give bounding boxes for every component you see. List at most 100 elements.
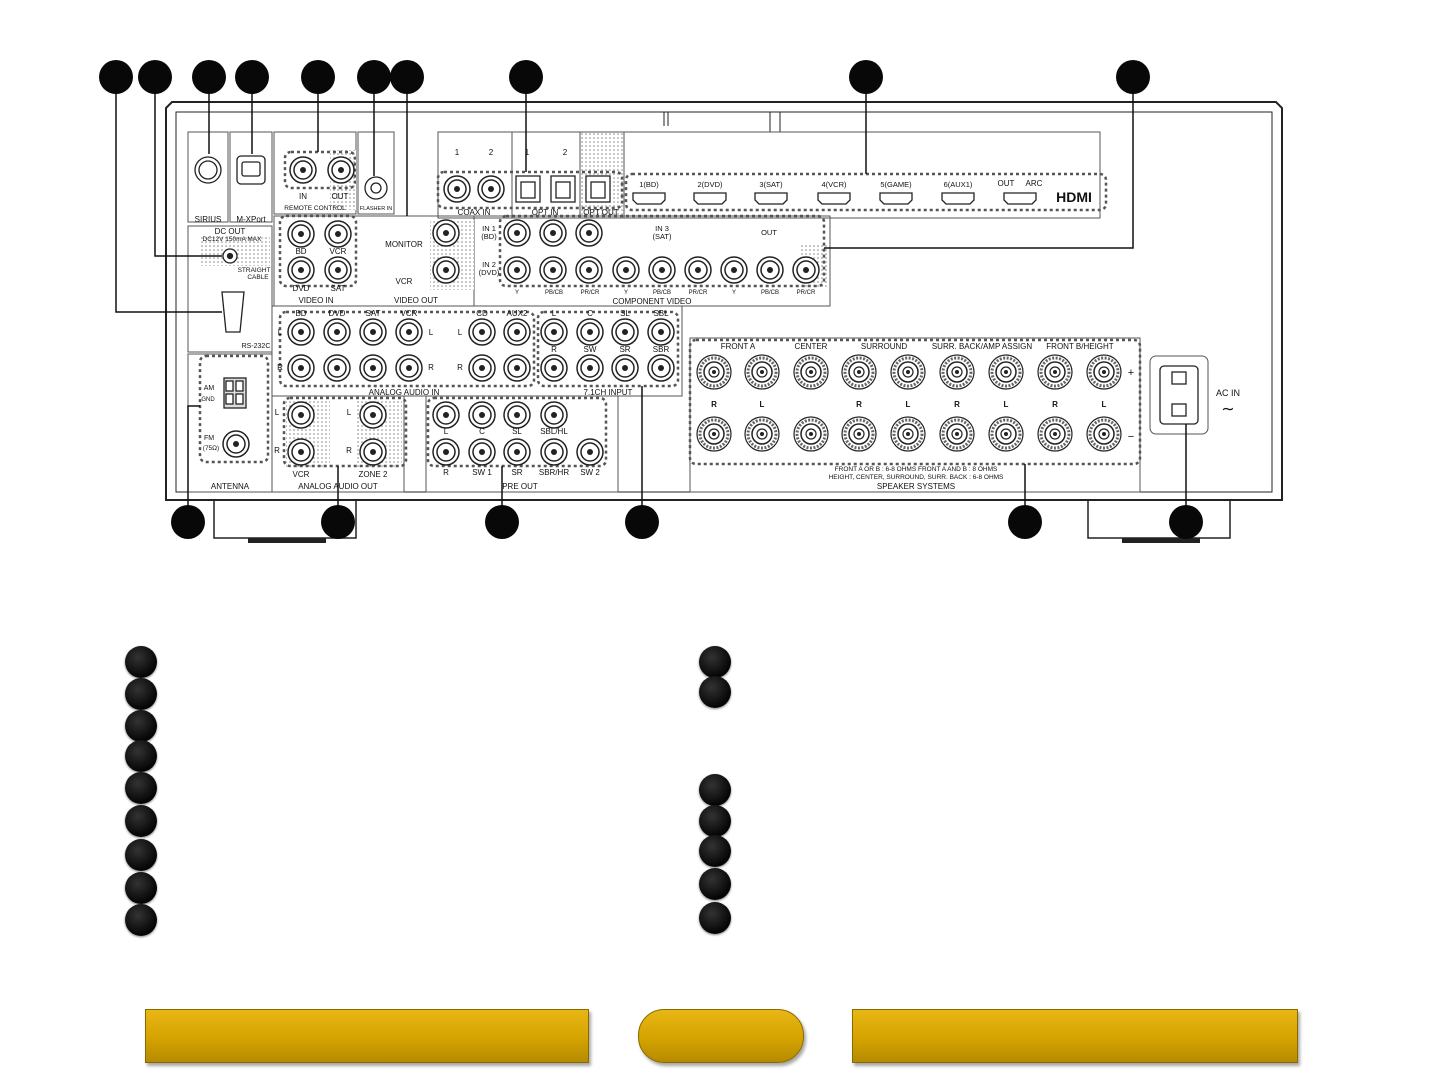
- label-aa-r-right: R: [457, 363, 463, 372]
- legend-marker: [125, 678, 157, 710]
- hdmi-labels: 1(BD)2(DVD)3(SAT)4(VCR)5(GAME)6(AUX1): [639, 180, 973, 189]
- rca-jack: [540, 354, 568, 382]
- legend-marker: [699, 805, 731, 837]
- rca-jack: [684, 256, 712, 284]
- rca-jack: [576, 438, 604, 466]
- label-aa-aux2: AUX2: [507, 309, 528, 318]
- rca-jack: [576, 354, 604, 382]
- speaker-channel-label: R: [856, 400, 862, 409]
- label-ch-sw: SW: [584, 345, 597, 354]
- label-speaker-systems: SPEAKER SYSTEMS: [877, 482, 955, 491]
- label-comp-in2-src: (DVD): [479, 268, 500, 277]
- rca-jack: [503, 219, 531, 247]
- label-comp-out: OUT: [761, 228, 777, 237]
- label-comp-y-3: Y: [732, 290, 736, 296]
- label-remote-control: REMOTE CONTROL: [284, 205, 346, 212]
- hdmi-port: [879, 192, 913, 205]
- rca-jack: [324, 220, 352, 248]
- label-video-out: VIDEO OUT: [394, 296, 438, 305]
- hdmi-port: [817, 192, 851, 205]
- hdmi-port: [941, 192, 975, 205]
- label-comp-in1-src: (BD): [481, 232, 497, 241]
- rca-jack: [359, 354, 387, 382]
- hdmi-ports: [632, 192, 1037, 205]
- label-ch-sl: SL: [620, 309, 630, 318]
- rear-panel-diagram: SIRIUS M-XPort IN OUT REMOTE CONTROL FLA…: [99, 60, 1283, 543]
- label-ch-r: R: [551, 345, 557, 354]
- label-remote-in: IN: [299, 192, 307, 201]
- rca-jack: [540, 438, 568, 466]
- rca-jack: [503, 318, 531, 346]
- speaker-binding-post: [1086, 354, 1122, 390]
- label-sp-front-a: FRONT A: [721, 342, 756, 351]
- label-aout-r: R: [274, 446, 280, 455]
- rca-jack: [647, 354, 675, 382]
- rca-jack: [503, 438, 531, 466]
- label-opt-out: OPT OUT: [583, 208, 619, 217]
- rca-jack: [324, 256, 352, 284]
- label-zone2: ZONE 2: [359, 470, 388, 479]
- callout-marker-top-8: [509, 60, 543, 94]
- rca-jack: [503, 354, 531, 382]
- rca-jack: [468, 318, 496, 346]
- hdmi-port-label: 1(BD): [639, 180, 659, 189]
- label-ch-sr: SR: [619, 345, 630, 354]
- speaker-binding-post: [939, 354, 975, 390]
- speaker-binding-post: [890, 416, 926, 452]
- rca-jack: [612, 256, 640, 284]
- hdmi-port: [754, 192, 788, 205]
- rca-jack: [287, 438, 315, 466]
- nav-center-button[interactable]: [638, 1009, 804, 1063]
- label-vin-dvd: DVD: [293, 284, 310, 293]
- label-coax-2: 2: [489, 148, 494, 157]
- label-comp-in3-src: (SAT): [652, 232, 672, 241]
- label-rs232c: RS-232C: [242, 343, 271, 350]
- speaker-binding-post: [988, 416, 1024, 452]
- label-po-c: C: [479, 427, 485, 436]
- speaker-binding-post: [696, 416, 732, 452]
- rca-jack: [287, 318, 315, 346]
- legend-marker: [699, 676, 731, 708]
- rca-jack: [576, 318, 604, 346]
- speaker-posts: [696, 354, 1122, 452]
- rca-jack: [289, 156, 317, 184]
- rca-jack: [477, 175, 505, 203]
- label-po-sblhl: SBL/HL: [540, 427, 568, 436]
- callout-marker-top-9: [849, 60, 883, 94]
- label-opt-2: 2: [563, 148, 568, 157]
- panel-labels: SIRIUS M-XPort IN OUT REMOTE CONTROL FLA…: [195, 148, 1240, 491]
- rca-jack: [503, 401, 531, 429]
- label-ch-sbr: SBR: [653, 345, 670, 354]
- nav-right-button[interactable]: [852, 1009, 1298, 1063]
- rca-jack: [468, 401, 496, 429]
- nav-left-button[interactable]: [145, 1009, 589, 1063]
- rca-jack: [792, 256, 820, 284]
- legend-marker: [125, 772, 157, 804]
- speaker-binding-post: [793, 416, 829, 452]
- label-hdmi-arc: ARC: [1026, 179, 1043, 188]
- callout-marker-top-1: [99, 60, 133, 94]
- label-aa-r-mid: R: [428, 363, 434, 372]
- label-po-sbrhr: SBR/HR: [539, 468, 569, 477]
- speaker-binding-post: [939, 416, 975, 452]
- label-71ch-input: 7.1CH INPUT: [584, 388, 633, 397]
- legend-marker: [125, 872, 157, 904]
- speaker-binding-post: [841, 354, 877, 390]
- hdmi-port-label: 5(GAME): [880, 180, 912, 189]
- label-cable: CABLE: [247, 274, 269, 281]
- rca-jack: [287, 354, 315, 382]
- jacks: [222, 156, 820, 466]
- legend-marker: [699, 835, 731, 867]
- rca-jack: [720, 256, 748, 284]
- callout-marker-bottom-1: [171, 505, 205, 539]
- label-sirius: SIRIUS: [195, 215, 222, 224]
- label-sp-front-b: FRONT B/HEIGHT: [1046, 342, 1114, 351]
- label-antenna: ANTENNA: [211, 482, 250, 491]
- speaker-channel-label: R: [1052, 400, 1058, 409]
- speaker-channel-label: L: [760, 400, 765, 409]
- label-aa-l-left: L: [278, 328, 283, 337]
- label-comp-pr-2: PR/CR: [689, 290, 708, 296]
- rca-jack: [359, 318, 387, 346]
- label-aout-l: L: [275, 408, 280, 417]
- callout-marker-top-3: [192, 60, 226, 94]
